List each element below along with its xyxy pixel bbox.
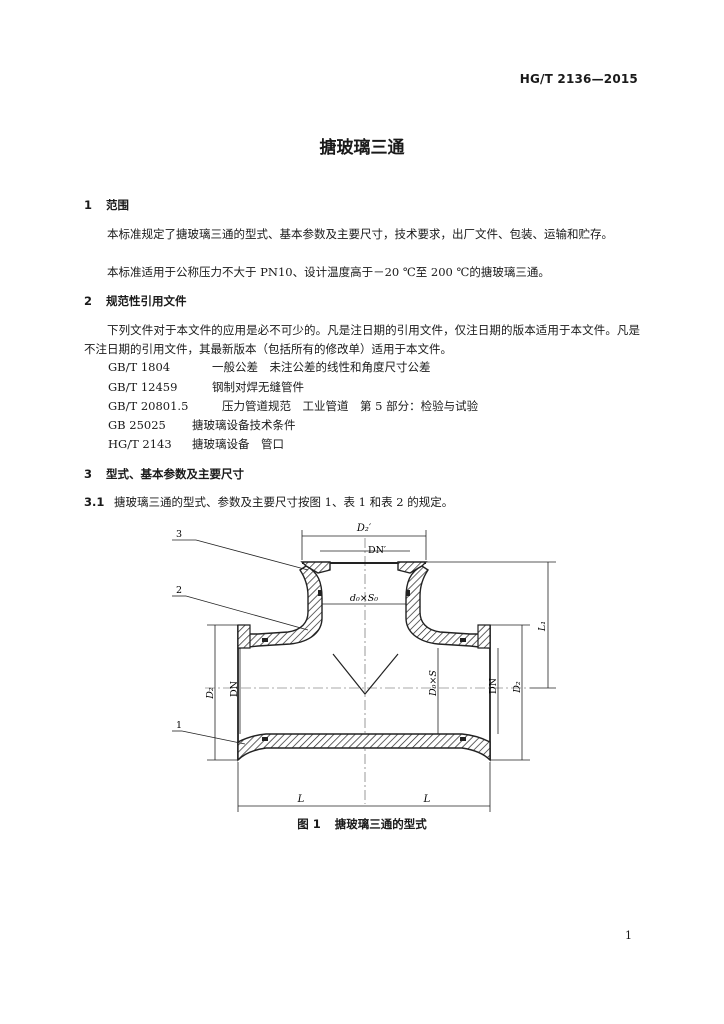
- branch-flange-face: [302, 562, 426, 564]
- subsection-text: 搪玻璃三通的型式、参数及主要尺寸按图 1、表 1 和表 2 的规定。: [114, 495, 454, 509]
- tee-wall-upper-left: [239, 565, 323, 649]
- label-main-pipe: D₀×S: [428, 670, 439, 697]
- flange-right-top: [477, 624, 491, 649]
- section-number: 1: [84, 198, 93, 212]
- label-l-right: L: [423, 794, 431, 805]
- flow-v-mark: [332, 653, 399, 695]
- reference-code: GB/T 20801.5: [108, 399, 189, 413]
- reference-item: GB 25025 搪玻璃设备技术条件: [108, 417, 296, 433]
- standard-number: HG/T 2136—2015: [519, 72, 638, 86]
- branch-flange-left: [300, 561, 331, 574]
- section-number: 2: [84, 294, 93, 308]
- dim-bottom-lengths: [237, 762, 491, 812]
- section-number: 3: [84, 467, 93, 481]
- tee-drawing: D₂′ DN′ d₀×S₀ D₂ DN D₀×S DN D₂ L₁ L L 3 …: [172, 523, 556, 812]
- section-2-heading: 2 规范性引用文件: [84, 293, 187, 309]
- reference-title: 一般公差 未注公差的线性和角度尺寸公差: [212, 360, 431, 374]
- label-dn-left: DN: [229, 681, 240, 697]
- callout-1: 1: [176, 720, 182, 731]
- section-title: 范围: [106, 198, 129, 212]
- dim-d2-prime: [301, 530, 427, 560]
- reference-title: 搪玻璃设备技术条件: [192, 418, 296, 432]
- label-dn-prime: DN′: [368, 545, 386, 556]
- document-title: 搪玻璃三通: [319, 138, 405, 158]
- reference-item: GB/T 1804 一般公差 未注公差的线性和角度尺寸公差: [108, 359, 431, 375]
- section-1-paragraph-2: 本标准适用于公称压力不大于 PN10、设计温度高于－20 ℃至 200 ℃的搪玻…: [107, 265, 550, 279]
- reference-code: HG/T 2143: [108, 437, 172, 451]
- gasket-marks: [262, 590, 466, 741]
- dim-right-verticals: [426, 561, 556, 761]
- label-d2-left: D₂: [205, 687, 216, 700]
- reference-title: 搪玻璃设备 管口: [192, 437, 284, 451]
- section-2-paragraph-1: 下列文件对于本文件的应用是必不可少的。凡是注日期的引用文件，仅注日期的版本适用于…: [84, 323, 640, 356]
- figure-number: 图 1: [297, 817, 321, 831]
- label-d2-prime: D₂′: [356, 523, 372, 534]
- reference-item: GB/T 12459 钢制对焊无缝管件: [108, 379, 304, 395]
- section-3-heading: 3 型式、基本参数及主要尺寸: [84, 466, 244, 482]
- subsection-number: 3.1: [84, 495, 105, 509]
- branch-flange-right: [397, 561, 428, 574]
- reference-title: 钢制对焊无缝管件: [212, 380, 304, 394]
- section-1-heading: 1 范围: [84, 197, 129, 213]
- label-d2-right: D₂: [512, 681, 523, 694]
- flange-left-top: [237, 624, 251, 649]
- label-l1: L₁: [537, 621, 548, 632]
- callout-2: 2: [176, 585, 182, 596]
- figure-caption-text: 搪玻璃三通的型式: [334, 817, 427, 831]
- label-dn-right: DN: [488, 678, 499, 694]
- center-lines: [205, 538, 530, 804]
- label-branch-pipe: d₀×S₀: [350, 593, 378, 604]
- reference-item: HG/T 2143 搪玻璃设备 管口: [108, 436, 284, 452]
- callout-3: 3: [176, 529, 182, 540]
- callout-leaders: [172, 539, 309, 745]
- subsection-3-1: 3.1 搪玻璃三通的型式、参数及主要尺寸按图 1、表 1 和表 2 的规定。: [84, 493, 453, 512]
- tee-wall-bottom: [237, 733, 491, 762]
- label-l-left: L: [297, 794, 305, 805]
- reference-title: 压力管道规范 工业管道 第 5 部分：检验与试验: [222, 399, 479, 413]
- section-title: 型式、基本参数及主要尺寸: [106, 467, 244, 481]
- figure-caption: 图 1 搪玻璃三通的型式: [0, 816, 724, 832]
- section-title: 规范性引用文件: [106, 294, 187, 308]
- page-number: 1: [625, 929, 632, 942]
- reference-code: GB 25025: [108, 418, 166, 432]
- section-1-paragraph-1: 本标准规定了搪玻璃三通的型式、基本参数及主要尺寸，技术要求，出厂文件、包装、运输…: [107, 227, 613, 241]
- tee-wall-upper-right: [405, 565, 489, 649]
- reference-item: GB/T 20801.5 压力管道规范 工业管道 第 5 部分：检验与试验: [108, 398, 478, 414]
- reference-code: GB/T 1804: [108, 360, 171, 374]
- reference-code: GB/T 12459: [108, 380, 178, 394]
